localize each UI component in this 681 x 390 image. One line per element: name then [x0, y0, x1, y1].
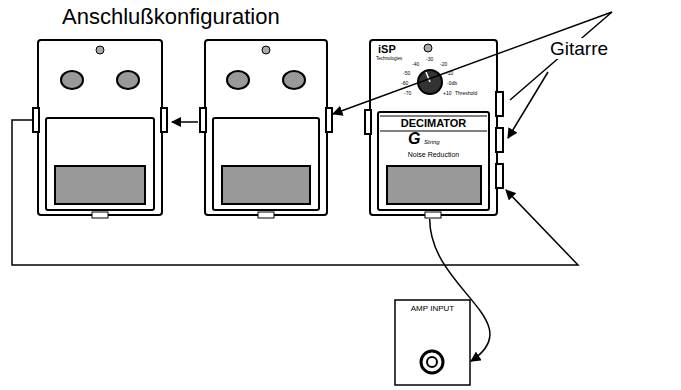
decimator-pedal — [365, 40, 503, 218]
dial-scale: -0db — [447, 81, 457, 86]
pedal-panel: iSP Technologies -40 -30 -20 -50 -10 -60 -0db -70… — [370, 40, 497, 215]
dial-scale: -70 — [404, 91, 411, 96]
dial-scale: Threshold — [455, 91, 477, 96]
amp-jack — [395, 300, 470, 385]
pedal-text: Technologies — [376, 57, 402, 62]
pedal-text: G — [408, 131, 420, 147]
effect-pedal — [200, 40, 332, 218]
pedal-text: String — [424, 139, 440, 145]
pedal-text: DECIMATOR — [380, 118, 487, 129]
dial-scale: -40 — [412, 62, 419, 67]
amp-label: AMP INPUT — [395, 304, 470, 313]
cable — [12, 12, 612, 265]
pedal-text: iSP — [378, 44, 396, 55]
pedal-text: Noise Reduction — [380, 151, 487, 158]
dial-scale: +10 — [443, 91, 451, 96]
dial-scale: -50 — [403, 71, 410, 76]
dial-scale: -30 — [426, 57, 433, 62]
dial-scale: -20 — [440, 62, 447, 67]
dial-scale: -60 — [401, 81, 408, 86]
dial-scale: -10 — [446, 71, 453, 76]
effect-pedal — [33, 40, 167, 218]
diagram-title: Anschlußkonfiguration — [62, 6, 280, 28]
amp-input-box: AMP INPUT — [395, 300, 470, 385]
amp-cable — [430, 219, 490, 361]
connection-label: Gitarre — [548, 38, 610, 59]
